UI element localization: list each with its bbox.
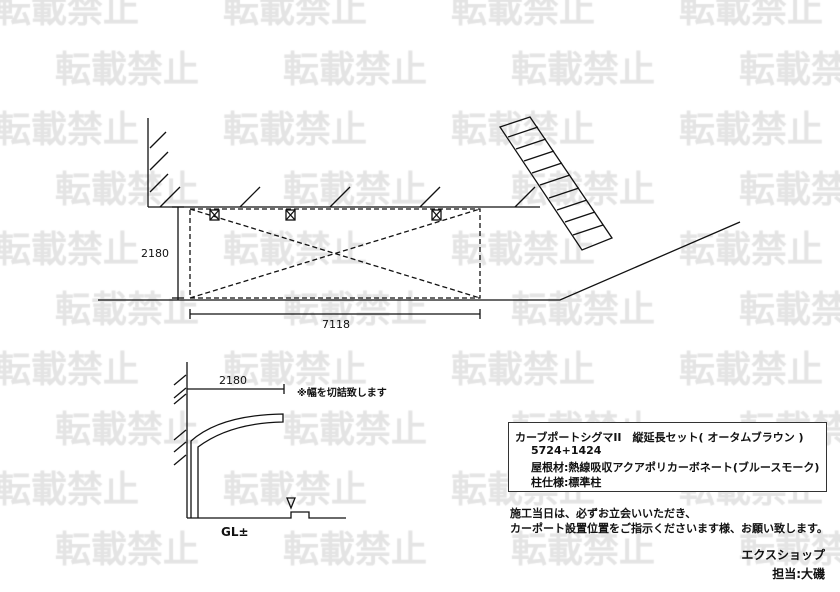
product-size: 5724+1424: [531, 444, 602, 457]
spec-box: カーブポートシグマII 縦延長セット( オータムブラウン ) 5724+1424…: [508, 422, 827, 492]
section-width-label: 2180: [219, 374, 247, 387]
product-title: カーブポートシグマII 縦延長セット( オータムブラウン ): [515, 431, 804, 444]
level-marker: [286, 497, 296, 510]
roof-material: 屋根材:熱線吸収アクアポリカーボネート(ブルースモーク): [531, 461, 820, 474]
trim-note: ※幅を切詰致します: [297, 388, 387, 399]
road-line: [98, 221, 741, 301]
notice-line-1: 施工当日は、必ずお立会いいただき、: [510, 507, 697, 520]
carport-profile: [190, 413, 284, 518]
carport-outline: [189, 208, 481, 299]
company-name: エクスショップ: [741, 548, 825, 562]
ground-line: [187, 511, 346, 519]
stairs: [498, 116, 613, 251]
width-dimension: [189, 309, 481, 319]
height-dimension: [172, 206, 184, 300]
section-hatching: [173, 374, 187, 466]
wall-hatching: [149, 131, 536, 208]
ground-level-label: GL±: [221, 525, 249, 539]
pillar-spec: 柱仕様:標準柱: [531, 476, 602, 489]
section-view: [173, 362, 346, 519]
post-markers: [209, 209, 442, 221]
notice-line-2: カーポート設置位置をご指示くださいます様、お願い致します。: [510, 522, 828, 535]
plan-height-label: 2180: [141, 247, 169, 260]
plan-view: [98, 116, 741, 319]
staff-name: 担当:大磯: [772, 567, 825, 581]
plan-width-label: 7118: [322, 318, 350, 331]
